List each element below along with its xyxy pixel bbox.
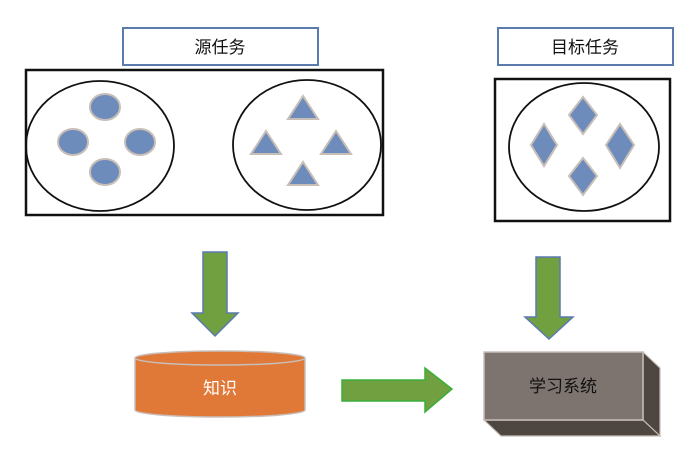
circle-shape xyxy=(89,93,121,121)
down-arrow-source-icon xyxy=(190,251,240,338)
diamond-shape xyxy=(567,95,599,136)
triangle-shape xyxy=(286,94,320,120)
source-domain-ellipse-triangles xyxy=(232,79,382,211)
source-domain-ellipse-circles xyxy=(25,80,175,212)
diamond-shape xyxy=(567,156,599,197)
knowledge-cylinder: 知识 xyxy=(134,350,306,418)
triangle-shape xyxy=(249,129,283,155)
circle-shape xyxy=(124,128,156,156)
diamond-shape xyxy=(529,122,559,168)
target-domain-ellipse xyxy=(508,82,660,212)
target-task-title-box: 目标任务 xyxy=(497,27,674,66)
triangle-shape xyxy=(286,160,320,186)
target-task-title: 目标任务 xyxy=(551,38,619,58)
down-arrow-target-icon xyxy=(523,256,575,341)
source-task-title-box: 源任务 xyxy=(122,27,319,66)
circle-shape xyxy=(57,128,89,156)
knowledge-label: 知识 xyxy=(203,379,237,399)
circle-shape xyxy=(89,158,121,186)
learning-system-label: 学习系统 xyxy=(529,377,597,397)
diamond-shape xyxy=(604,122,636,170)
right-arrow-icon xyxy=(341,366,454,414)
triangle-shape xyxy=(319,129,353,155)
source-task-title: 源任务 xyxy=(195,38,246,58)
learning-system-block: 学习系统 xyxy=(482,350,662,438)
